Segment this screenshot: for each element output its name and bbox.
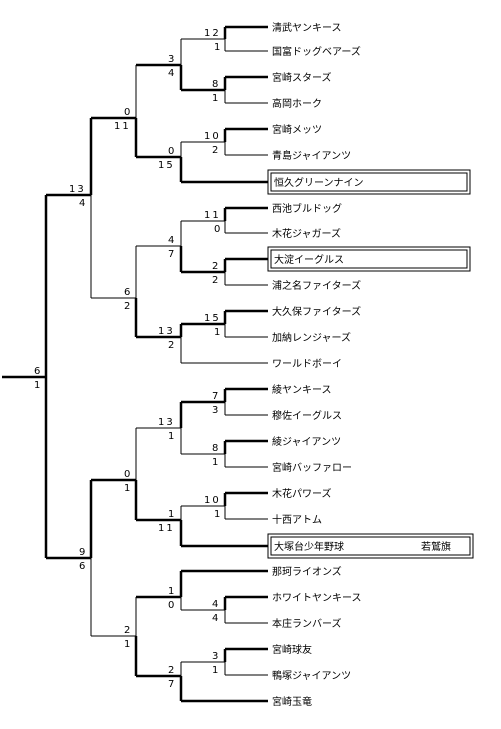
score-upper: 8 [212,79,220,90]
highlight-box [270,172,468,192]
score-upper: 4 [212,599,220,610]
highlight-box [270,249,468,269]
score-lower: 15 [158,160,175,171]
team-name: 青島ジャイアンツ [272,149,351,162]
score-upper: 6 [34,366,42,377]
team-name: 宮崎玉竜 [272,695,312,708]
score-lower: 4 [168,68,176,79]
highlight-box [267,533,474,559]
team-name: 木花ジャガーズ [272,227,341,240]
team-name: 国富ドッグベアーズ [272,45,361,58]
score-lower: 11 [158,523,175,534]
score-upper: 3 [212,651,220,662]
score-upper: 0 [124,107,132,118]
team-name: 宮崎メッツ [272,123,322,136]
score-upper: 3 [168,54,176,65]
team-name: 清武ヤンキース [272,21,342,34]
score-lower: 11 [114,121,131,132]
score-lower: 0 [214,224,222,235]
team-name: 加納レンジャーズ [272,331,351,344]
score-upper: 13 [158,326,175,337]
team-name: 十西アトム [272,513,322,526]
score-upper: 10 [204,131,221,142]
score-upper: 1 [168,586,176,597]
team-name: 宮崎バッファロー [272,461,352,474]
score-upper: 4 [168,235,176,246]
score-lower: 1 [124,483,132,494]
score-lower: 6 [79,561,87,572]
score-lower: 2 [212,275,220,286]
score-upper: 0 [124,469,132,480]
score-upper: 6 [124,287,132,298]
score-upper: 9 [79,547,87,558]
team-name: ワールドボーイ [272,358,342,370]
team-name: 大塚台少年野球 [274,540,344,553]
score-lower: 1 [214,42,222,53]
score-lower: 2 [168,340,176,351]
team-name: 恒久グリーンナイン [274,176,364,189]
score-lower: 7 [168,679,176,690]
team-name: 浦之名ファイターズ [272,279,361,292]
score-upper: 13 [69,184,86,195]
score-upper: 13 [158,417,175,428]
score-lower: 2 [212,145,220,156]
score-lower: 1 [124,639,132,650]
score-upper: 2 [124,625,132,636]
score-upper: 1 [168,509,176,520]
score-lower: 4 [79,198,87,209]
score-upper: 7 [212,391,220,402]
team-name: 西池ブルドッグ [272,202,342,215]
score-lower: 4 [212,613,220,624]
score-lower: 1 [212,457,220,468]
score-upper: 12 [204,28,221,39]
score-lower: 1 [34,380,42,391]
team-name: 大淀イーグルス [274,253,344,266]
score-upper: 2 [212,261,220,272]
team-name: ホワイトヤンキース [272,592,362,604]
team-name: 木花パワーズ [272,487,332,500]
team-name: 高岡ホーク [272,97,322,110]
team-name: 鴨塚ジャイアンツ [272,669,351,682]
team-name: 綾ヤンキース [272,383,332,396]
score-lower: 0 [168,600,176,611]
team-name: 大久保ファイターズ [272,305,361,318]
score-lower: 1 [212,93,220,104]
team-name: 穆佐イーグルス [272,409,342,422]
score-lower: 1 [212,665,220,676]
highlight-box [267,246,471,272]
highlight-box [267,169,471,195]
highlight-box [270,536,471,556]
team-name: 宮崎球友 [272,643,312,656]
score-lower: 3 [212,405,220,416]
score-lower: 7 [168,249,176,260]
score-upper: 11 [204,210,221,221]
team-name: 那珂ライオンズ [272,565,342,578]
team-name: 宮崎スターズ [272,71,332,84]
score-upper: 8 [212,443,220,454]
score-lower: 1 [168,431,176,442]
score-upper: 0 [168,146,176,157]
team-name: 本庄ランバーズ [272,617,342,630]
score-upper: 2 [168,665,176,676]
score-lower: 1 [214,509,222,520]
award-label: 若鷲旗 [421,540,451,553]
score-lower: 2 [124,301,132,312]
team-name: 綾ジャイアンツ [272,435,341,448]
score-upper: 10 [204,495,221,506]
score-upper: 15 [204,313,221,324]
score-lower: 1 [214,327,222,338]
